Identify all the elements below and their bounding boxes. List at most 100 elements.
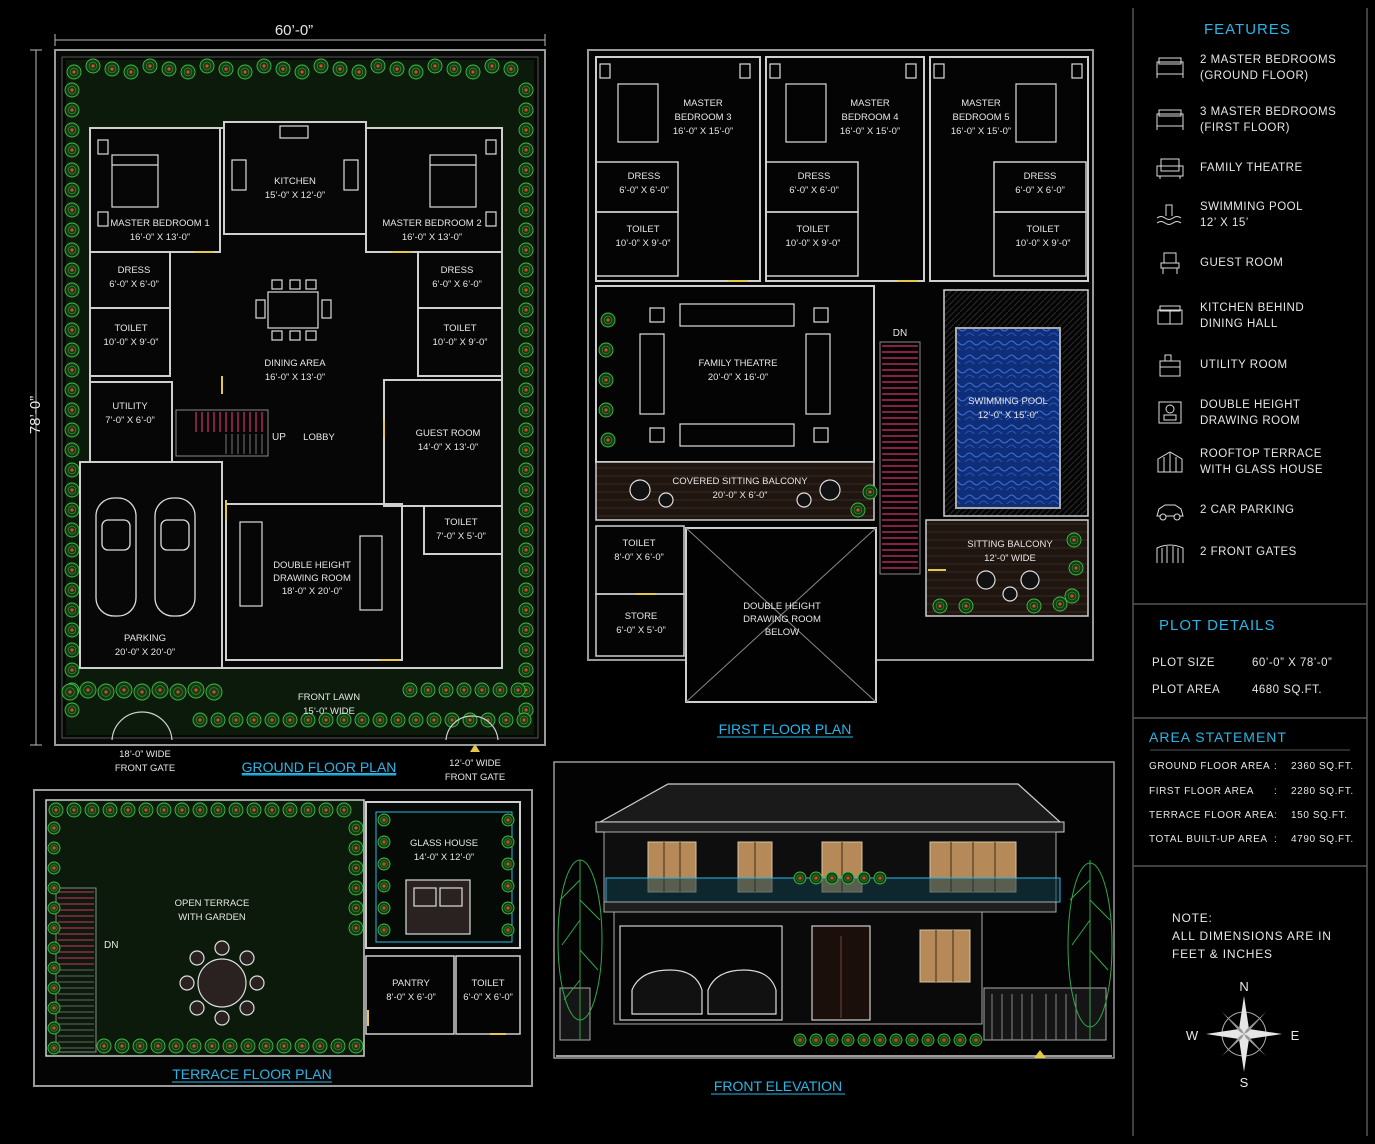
room-size: 20’-0” X 16’-0” xyxy=(708,372,768,383)
shrub xyxy=(462,712,478,728)
room-name: SITTING BALCONY xyxy=(967,539,1053,550)
parked-cars xyxy=(95,497,196,617)
room-name: UTILITY xyxy=(112,401,148,412)
shrub xyxy=(47,901,61,915)
garden-shrubs xyxy=(61,58,534,728)
shrub xyxy=(64,602,80,618)
shrub xyxy=(501,923,515,937)
shrub xyxy=(969,1033,983,1047)
shrub xyxy=(501,857,515,871)
shrub xyxy=(348,840,364,856)
terrace-floor-plan: DN xyxy=(33,789,533,1087)
first-floor-plan: DN xyxy=(587,49,1094,703)
utility-icon xyxy=(1154,353,1186,377)
room-name: PANTRY xyxy=(392,978,430,989)
shrub xyxy=(330,1038,346,1054)
shrub xyxy=(518,642,534,658)
shrub xyxy=(61,683,79,701)
shrub xyxy=(336,712,352,728)
room-size: 12’-0” WIDE xyxy=(984,553,1036,564)
shrub xyxy=(857,1033,871,1047)
terrace-floor-title: TERRACE FLOOR PLAN xyxy=(172,1066,331,1082)
shrub xyxy=(518,362,534,378)
shrub xyxy=(192,712,208,728)
shrub xyxy=(169,683,187,701)
shrub xyxy=(332,61,348,77)
shrub xyxy=(377,923,391,937)
shrub xyxy=(64,502,80,518)
feature-line: ROOFTOP TERRACE xyxy=(1200,448,1322,460)
feature-line: DINING HALL xyxy=(1200,318,1278,330)
shrub xyxy=(825,871,839,885)
shrub xyxy=(151,681,169,699)
shrub xyxy=(142,58,158,74)
shrub xyxy=(64,522,80,538)
shrub xyxy=(85,58,101,74)
shrub xyxy=(1068,560,1084,576)
shrub xyxy=(518,522,534,538)
shrub xyxy=(492,682,508,698)
shrub xyxy=(312,1038,328,1054)
shrub xyxy=(47,881,61,895)
shrub xyxy=(174,802,190,818)
room-size: 12’-0” X 15’-0” xyxy=(978,410,1038,421)
gate-label: FRONT GATE xyxy=(445,772,505,783)
room-name: TOILET xyxy=(622,538,655,549)
shrub xyxy=(132,1038,148,1054)
theatre-sofas xyxy=(639,303,831,447)
shrub xyxy=(518,402,534,418)
room-size: 20’-0” X 6’-0” xyxy=(713,490,768,501)
note-line: ALL DIMENSIONS ARE IN xyxy=(1172,929,1332,943)
room-size: 16’-0” X 15’-0” xyxy=(673,126,733,137)
shrub xyxy=(64,142,80,158)
ground-gates xyxy=(111,711,499,741)
area-row-label: TERRACE FLOOR AREA xyxy=(1149,810,1275,821)
shrub xyxy=(64,282,80,298)
shrub xyxy=(240,1038,256,1054)
shrub xyxy=(64,662,80,678)
shrub xyxy=(518,562,534,578)
shrub xyxy=(377,879,391,893)
car-icon xyxy=(1154,498,1186,522)
shrub xyxy=(1064,588,1080,604)
shrub xyxy=(825,1033,839,1047)
feature-item: 2 CAR PARKING xyxy=(1200,502,1294,518)
ground-staircase: UP xyxy=(175,409,286,457)
shrub xyxy=(958,598,974,614)
shrub xyxy=(96,1038,112,1054)
room-size: 6’-0” X 6’-0” xyxy=(463,992,513,1003)
room-name: DINING AREA xyxy=(264,358,326,369)
room-name: SWIMMING POOL xyxy=(968,396,1048,407)
features-title: FEATURES xyxy=(1204,21,1291,38)
side-panel-frame xyxy=(1132,8,1368,1136)
shrub xyxy=(218,61,234,77)
shrub xyxy=(518,102,534,118)
first-floor-title: FIRST FLOOR PLAN xyxy=(719,721,852,737)
shrub xyxy=(300,802,316,818)
shrub xyxy=(102,802,118,818)
ground-doors xyxy=(194,251,412,661)
shrub xyxy=(370,58,386,74)
room-size: 10’-0” X 9’-0” xyxy=(616,238,671,249)
drawing-room-sofas xyxy=(239,521,383,611)
shrub xyxy=(276,1038,292,1054)
shrub xyxy=(210,712,226,728)
feature-line: (FIRST FLOOR) xyxy=(1200,122,1290,134)
ground-room-labels: KITCHEN 15’-0” X 12’-0” MASTER BEDROOM 1… xyxy=(104,176,506,783)
room-size: 6’-0” X 6’-0” xyxy=(109,279,159,290)
shrub xyxy=(446,61,462,77)
shrub xyxy=(47,941,61,955)
feature-line: 2 FRONT GATES xyxy=(1200,546,1297,558)
room-size: 10’-0” X 9’-0” xyxy=(433,337,488,348)
shrub xyxy=(516,712,532,728)
room-size: 15’-0” WIDE xyxy=(303,706,355,717)
room-name: TOILET xyxy=(796,224,829,235)
elevation-cars xyxy=(631,969,777,1015)
room-name: BEDROOM 4 xyxy=(841,112,898,123)
room-name: TOILET xyxy=(1026,224,1059,235)
shrub xyxy=(47,821,61,835)
shrub xyxy=(518,482,534,498)
compass-north: N xyxy=(1239,979,1248,994)
shrub xyxy=(377,835,391,849)
